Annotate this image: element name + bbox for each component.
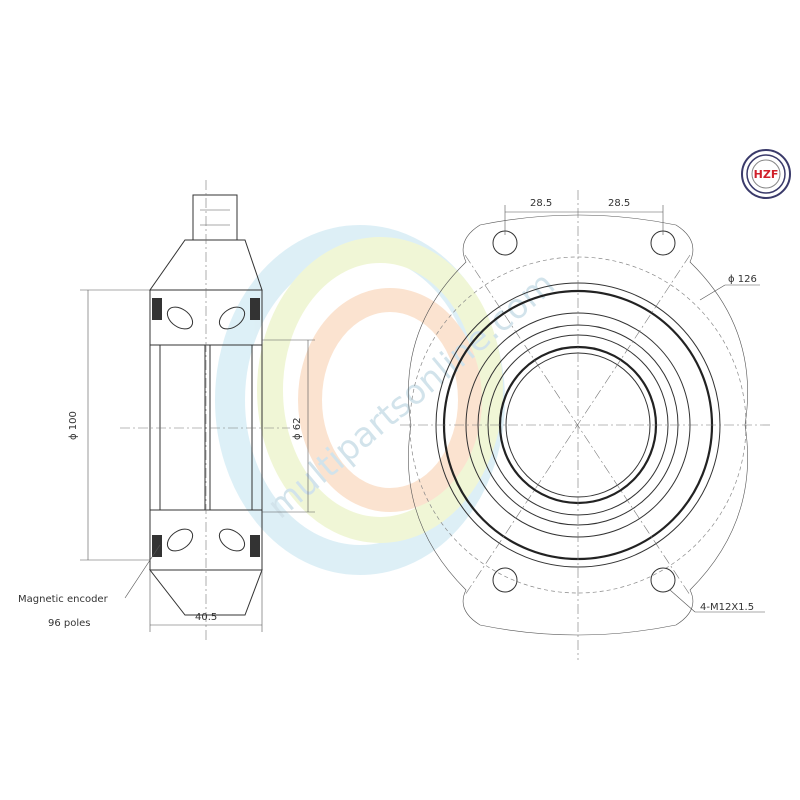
- drawing-line: HZF: [754, 168, 779, 181]
- drawing-line: [250, 535, 260, 557]
- drawing-line: [166, 306, 194, 330]
- hzf-logo: HZF: [741, 149, 791, 199]
- thread-spec-label: 4-M12X1.5: [700, 602, 754, 613]
- flange-diameter-label: ϕ 126: [728, 274, 757, 285]
- drawing-line: [215, 225, 505, 575]
- drawing-line: [152, 535, 162, 557]
- drawing-line: [250, 298, 260, 320]
- bolt-offset-left-label: 28.5: [530, 198, 552, 209]
- drawing-line: [408, 214, 748, 636]
- bolt-hole: [492, 567, 518, 593]
- inner-diameter-label: ϕ 62: [292, 418, 303, 441]
- outer-diameter-label: ϕ 100: [68, 411, 79, 440]
- drawing-line: [669, 589, 696, 613]
- drawing-line: [166, 528, 194, 552]
- bolt-offset-right-label: 28.5: [608, 198, 630, 209]
- encoder-label: Magnetic encoder: [18, 594, 109, 605]
- drawing-line: [152, 298, 162, 320]
- drawing-line: [746, 154, 786, 194]
- front-view: [400, 190, 770, 660]
- bolt-hole: [650, 567, 676, 593]
- drawing-line: [218, 306, 246, 330]
- drawing-line: [741, 149, 791, 199]
- width-label: 40.5: [195, 612, 217, 623]
- drawing-line: [751, 159, 781, 189]
- drawing-line: [124, 544, 161, 599]
- drawing-line: [298, 288, 482, 512]
- drawing-line: [699, 284, 726, 301]
- encoder-poles-label: 96 poles: [48, 618, 91, 629]
- drawing-line: [464, 254, 691, 596]
- drawing-line: [257, 237, 503, 543]
- side-view: [80, 180, 315, 640]
- drawing-line: [192, 194, 238, 241]
- drawing-line: [218, 528, 246, 552]
